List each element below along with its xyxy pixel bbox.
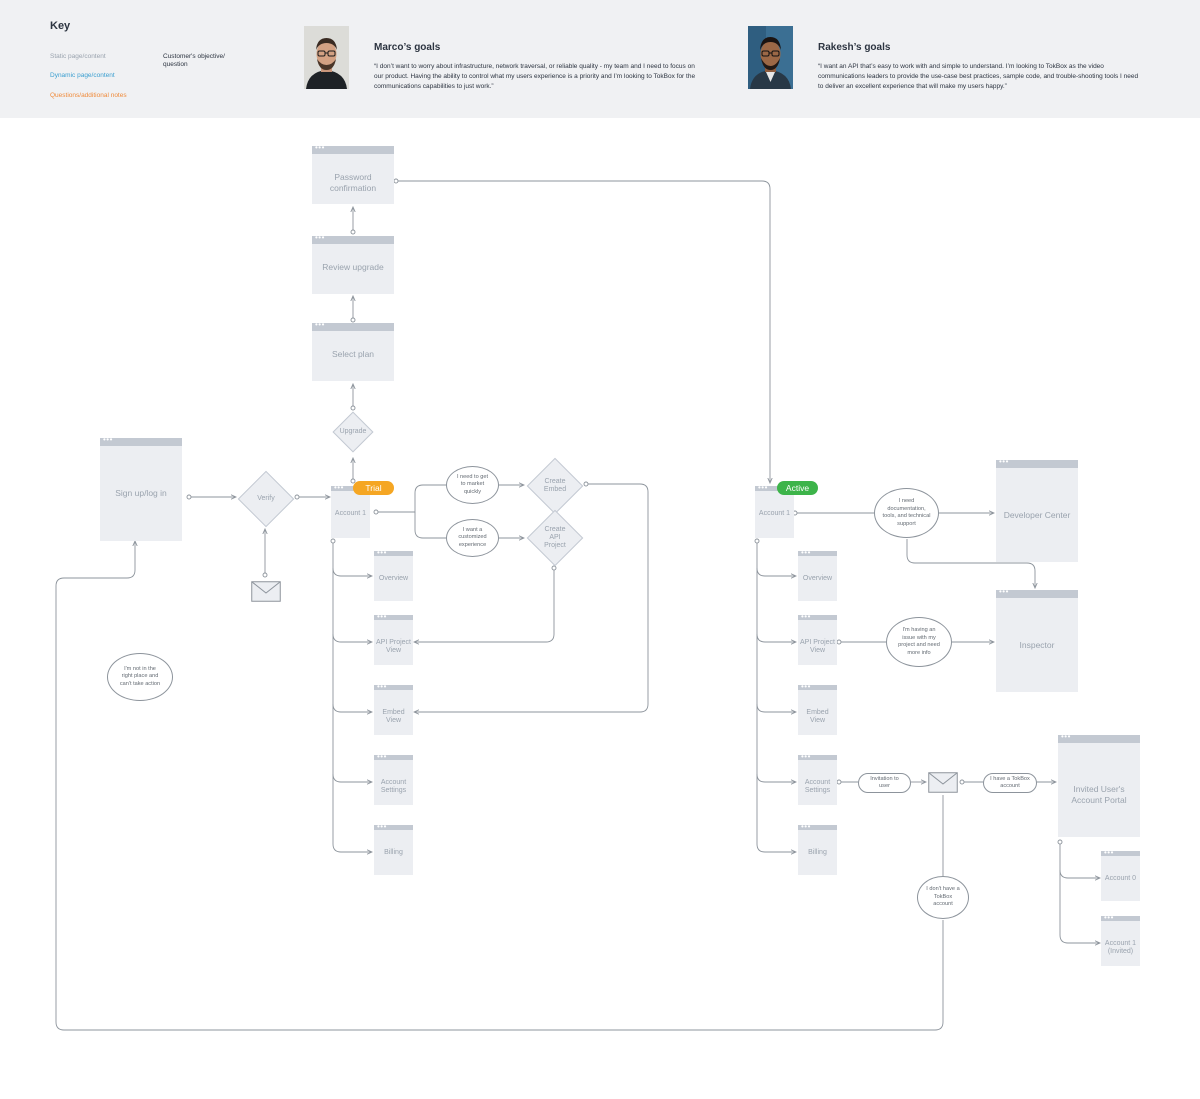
need-docs-bubble: I need documentation, tools, and technic… [874,488,939,538]
window-bar [374,682,413,691]
window-bar [100,435,182,446]
window-bar [996,457,1078,468]
review-upgrade-label: Review upgrade [322,262,384,272]
trial-overview-page[interactable]: Overview [374,548,413,601]
trial-api-project-view-page[interactable]: API Project View [374,612,413,665]
key-notes-label: Questions/additional notes [50,92,127,99]
active-account-settings-page[interactable]: Account Settings [798,752,837,805]
account1-invited-page[interactable]: Account 1 (Invited) [1101,913,1140,966]
email-verify-envelope-icon [251,581,281,607]
developer-center-label: Developer Center [1003,510,1071,520]
have-account-pill: I have a TokBox account [983,773,1037,793]
marco-avatar [304,26,349,89]
invited-portal-label: Invited User's Account Portal [1071,784,1127,805]
active-api-project-view-label: API Project View [799,639,835,654]
window-bar [1058,732,1140,743]
create-embed-decision[interactable]: Create Embed [526,457,584,515]
create-api-project-decision[interactable]: Create API Project [526,509,584,567]
rakesh-goals-title: Rakesh’s goals [818,42,891,53]
window-bar [755,483,794,492]
window-bar [798,822,837,831]
key-dynamic-label: Dynamic page/content [50,72,115,79]
not-right-place-bubble: I'm not in the right place and can't tak… [107,653,173,701]
window-bar [1101,848,1140,857]
upgrade-decision[interactable]: Upgrade [332,411,374,453]
active-billing-page[interactable]: Billing [798,822,837,875]
inspector-page[interactable]: Inspector [996,587,1078,692]
invitation-envelope-icon [928,772,958,798]
password-confirmation-label: Password confirmation [329,172,377,193]
developer-center-page[interactable]: Developer Center [996,457,1078,562]
trial-overview-label: Overview [378,575,409,582]
trial-embed-view-page[interactable]: Embed View [374,682,413,735]
select-plan-page[interactable]: Select plan [312,320,394,381]
trial-billing-page[interactable]: Billing [374,822,413,875]
window-bar [331,483,370,492]
invitation-to-user-pill: Invitation to user [858,773,911,793]
review-upgrade-page[interactable]: Review upgrade [312,233,394,294]
window-bar [798,752,837,761]
invited-portal-page[interactable]: Invited User's Account Portal [1058,732,1140,837]
upgrade-label: Upgrade [339,428,367,435]
inspector-label: Inspector [1019,640,1055,650]
no-account-bubble: I don't have a TokBox account [917,876,969,919]
window-bar [312,233,394,244]
select-plan-label: Select plan [331,349,375,359]
active-embed-view-page[interactable]: Embed View [798,682,837,735]
marco-goals-title: Marco’s goals [374,42,441,53]
rakesh-avatar [748,26,793,89]
key-title: Key [50,20,71,32]
verify-label: Verify [257,495,275,502]
active-billing-label: Billing [808,849,827,856]
header-panel: Key Static page/content Dynamic page/con… [0,0,1200,118]
verify-decision[interactable]: Verify [237,470,295,528]
active-api-project-view-page[interactable]: API Project View [798,612,837,665]
window-bar [798,612,837,621]
marco-goals-quote: “I don’t want to worry about infrastruct… [374,63,696,90]
key-objective-label: Customer's objective/ question [163,53,225,68]
account0-page[interactable]: Account 0 [1101,848,1140,901]
active-account-settings-label: Account Settings [804,779,831,794]
active-account-label: Account 1 [758,510,791,517]
window-bar [374,612,413,621]
trial-account-label: Account 1 [334,510,367,517]
window-bar [374,548,413,557]
active-badge: Active [777,481,818,495]
active-overview-label: Overview [802,575,833,582]
key-static-label: Static page/content [50,53,106,60]
having-issue-bubble: I'm having an issue with my project and … [886,617,952,667]
window-bar [312,143,394,154]
password-confirmation-page[interactable]: Password confirmation [312,143,394,204]
window-bar [374,822,413,831]
create-api-project-label: Create API Project [544,526,566,549]
window-bar [798,682,837,691]
account0-label: Account 0 [1104,875,1137,882]
trial-embed-view-label: Embed View [382,709,405,724]
window-bar [1101,913,1140,922]
trial-billing-label: Billing [384,849,403,856]
window-bar [996,587,1078,598]
window-bar [798,548,837,557]
trial-account-settings-page[interactable]: Account Settings [374,752,413,805]
window-bar [374,752,413,761]
active-embed-view-label: Embed View [806,709,829,724]
market-quickly-bubble: I need to get to market quickly [446,466,499,504]
signup-label: Sign up/log in [115,488,167,498]
window-bar [312,320,394,331]
customized-experience-bubble: I want a customized experience [446,519,499,557]
create-embed-label: Create Embed [543,478,567,493]
signup-page[interactable]: Sign up/log in [100,435,182,541]
trial-api-project-view-label: API Project View [375,639,411,654]
account1-invited-label: Account 1 (Invited) [1104,940,1137,955]
rakesh-goals-quote: “I want an API that’s easy to work with … [818,63,1139,90]
trial-account-settings-label: Account Settings [380,779,407,794]
trial-badge: Trial [353,481,394,495]
active-overview-page[interactable]: Overview [798,548,837,601]
